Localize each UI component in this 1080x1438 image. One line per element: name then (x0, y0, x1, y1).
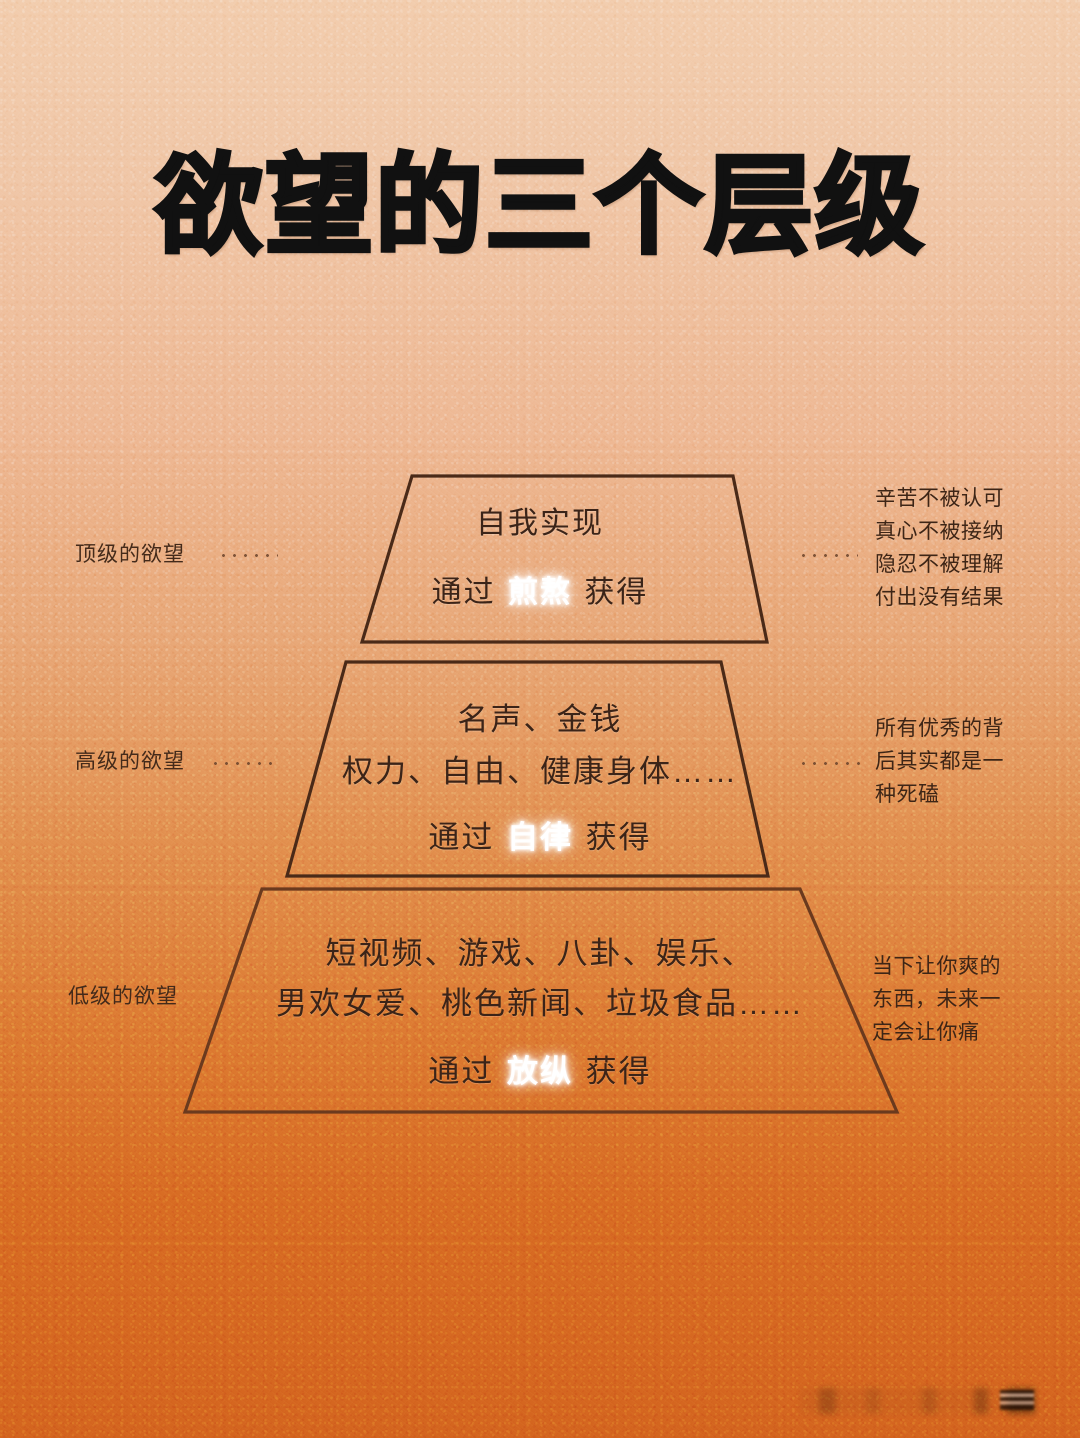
tier-low-line-3: 通过 放纵 获得 (0, 1046, 1080, 1091)
dotted-connector-left-middle (210, 762, 272, 765)
annotation-middle-line-3: 种死磕 (875, 783, 940, 806)
tier-top-suffix: 获得 (574, 576, 649, 609)
side-label-low: 低级的欲望 (68, 985, 178, 1008)
side-label-top: 顶级的欲望 (75, 543, 185, 566)
annotation-low-line-2: 东西，未来一 (872, 988, 1001, 1011)
page-title: 欲望的三个层级 (153, 144, 925, 269)
tier-middle-prefix: 通过 (428, 820, 505, 855)
annotation-top-line-3: 隐忍不被理解 (875, 553, 1004, 576)
annotation-low-line-3: 定会让你痛 (872, 1021, 980, 1044)
tier-middle-keyword: 自律 (507, 820, 573, 855)
annotation-top-line-4: 付出没有结果 (875, 586, 1004, 609)
annotation-top-line-2: 真心不被接纳 (875, 520, 1004, 543)
tier-middle-line-1: 名声、金钱 (457, 702, 623, 737)
dotted-connector-right-top (798, 554, 858, 557)
annotation-top: 辛苦不被认可 真心不被接纳 隐忍不被理解 付出没有结果 (875, 482, 1004, 614)
annotation-low: 当下让你爽的 东西，未来一 定会让你痛 (872, 950, 1001, 1049)
annotation-middle-line-1: 所有优秀的背 (875, 717, 1004, 740)
tier-low-suffix: 获得 (575, 1054, 652, 1089)
watermark-blurred (800, 1388, 1035, 1414)
annotation-low-line-1: 当下让你爽的 (872, 955, 1001, 978)
tier-middle-line-3: 通过 自律 获得 (0, 812, 1080, 857)
tier-top-prefix: 通过 (431, 576, 506, 609)
tier-middle-suffix: 获得 (575, 820, 652, 855)
tier-top-line-1: 自我实现 (476, 507, 604, 540)
tier-low-line-2: 男欢女爱、桃色新闻、垃圾食品…… (276, 986, 804, 1021)
annotation-top-line-1: 辛苦不被认可 (875, 487, 1004, 510)
tier-low-keyword: 放纵 (507, 1054, 573, 1089)
annotation-middle: 所有优秀的背 后其实都是一 种死磕 (875, 712, 1004, 811)
side-label-middle: 高级的欲望 (75, 750, 185, 773)
tier-top-keyword: 煎熬 (508, 576, 572, 609)
tier-low-line-1: 短视频、游戏、八卦、娱乐、 (325, 936, 755, 971)
tier-middle-line-2: 权力、自由、健康身体…… (342, 754, 738, 789)
tier-top-line-2: 通过 煎熬 获得 (0, 567, 1080, 611)
watermark-bars-icon (1000, 1390, 1034, 1410)
tier-low-prefix: 通过 (428, 1054, 505, 1089)
annotation-middle-line-2: 后其实都是一 (875, 750, 1004, 773)
dotted-connector-left-top (218, 554, 278, 557)
dotted-connector-right-middle (798, 762, 860, 765)
